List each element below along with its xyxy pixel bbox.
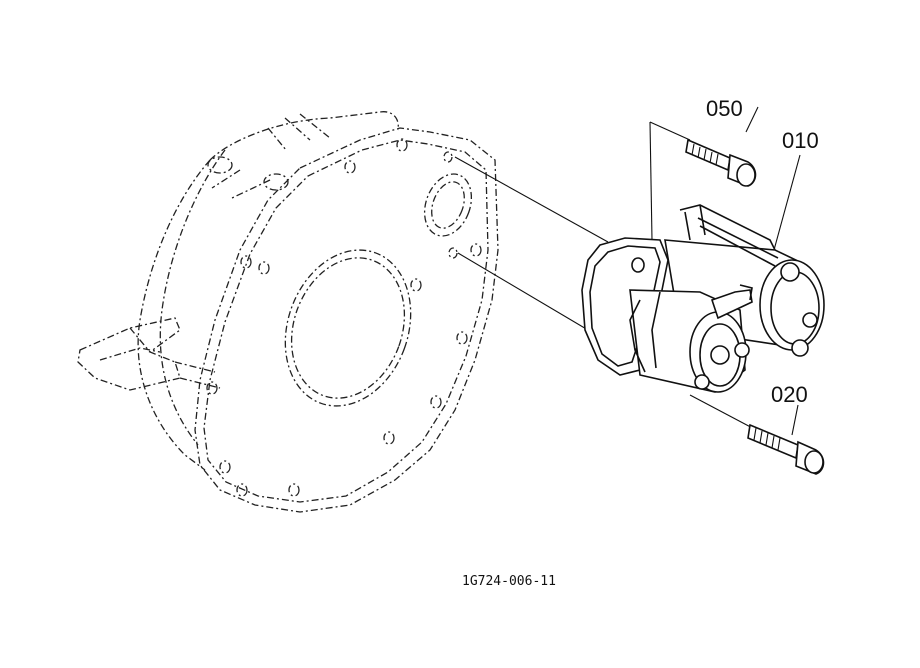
figure-code: 1G724-006-11 bbox=[462, 574, 556, 589]
callout-020: 020 bbox=[771, 382, 808, 407]
bolt-050 bbox=[685, 138, 757, 187]
starter-motor bbox=[581, 204, 825, 393]
bolt-020 bbox=[747, 423, 825, 475]
callout-010: 010 bbox=[782, 128, 819, 153]
alignment-lines bbox=[454, 106, 801, 436]
callout-050: 050 bbox=[706, 96, 743, 121]
flywheel-housing bbox=[77, 111, 499, 513]
